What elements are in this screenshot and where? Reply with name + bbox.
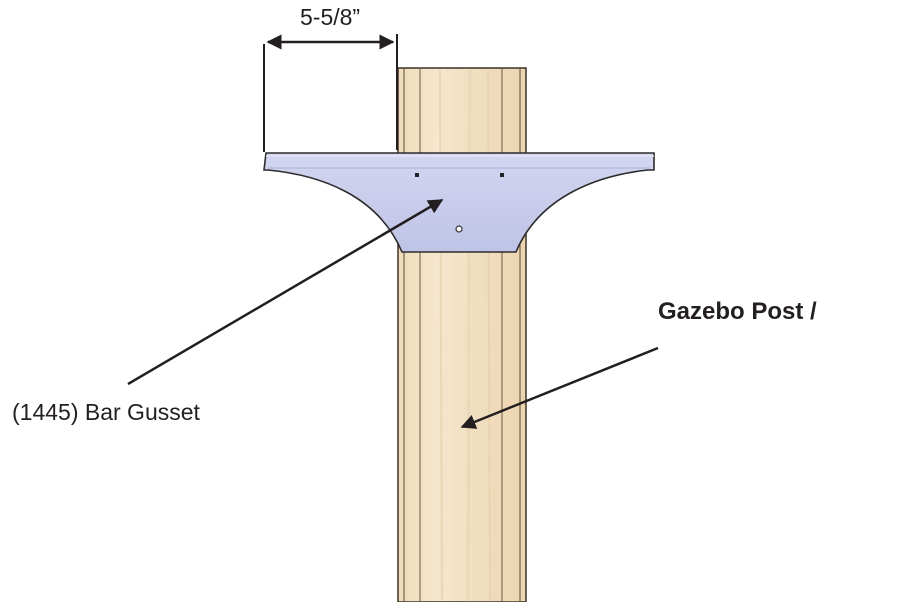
bar-gusset-label: (1445) Bar Gusset (12, 399, 200, 425)
gusset-leader-arrow (127, 198, 444, 386)
bar-gusset (263, 152, 655, 253)
bolt-hole (455, 225, 463, 233)
gazebo-post (397, 67, 527, 602)
post-leader-arrow (460, 346, 659, 429)
gazebo-post-label: Gazebo Post / (658, 298, 817, 325)
dimension-marker (263, 34, 398, 152)
bolt-hole (500, 173, 504, 177)
dimension-label: 5-5/8” (300, 4, 361, 30)
bolt-hole (415, 173, 419, 177)
